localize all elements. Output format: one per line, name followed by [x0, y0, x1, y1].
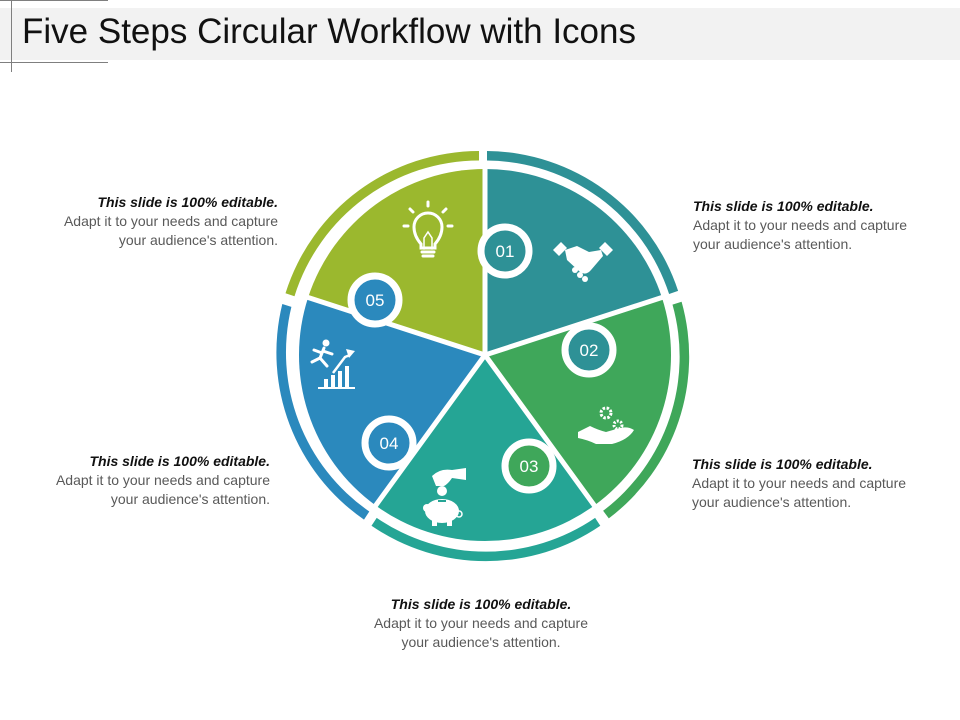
lightbulb-icon — [402, 200, 454, 258]
corner-line-vertical — [11, 0, 12, 72]
slice-separators — [303, 164, 667, 510]
step-5-body: Adapt it to your needs and capture your … — [63, 213, 278, 248]
handshake-icon — [553, 242, 613, 282]
step-3-heading: This slide is 100% editable. — [390, 596, 572, 612]
corner-line-top — [0, 0, 108, 1]
step-2-heading: This slide is 100% editable. — [692, 456, 873, 472]
ring-segment-2 — [603, 301, 690, 519]
step-2-description: This slide is 100% editable. Adapt it to… — [692, 455, 932, 512]
pie-slice-4 — [298, 297, 485, 506]
step-3-description: This slide is 100% editable. Adapt it to… — [361, 595, 601, 652]
step-number-5: 05 — [366, 291, 385, 310]
step-number-2: 02 — [580, 341, 599, 360]
tab-joins — [355, 231, 609, 486]
corner-line-bottom — [0, 62, 108, 63]
pie-slice-2 — [485, 297, 672, 506]
step-1-body: Adapt it to your needs and capture your … — [693, 217, 908, 252]
slide-title: Five Steps Circular Workflow with Icons — [22, 12, 636, 51]
title-band — [0, 8, 960, 60]
step-2-body: Adapt it to your needs and capture your … — [692, 475, 907, 510]
step-5-description: This slide is 100% editable. Adapt it to… — [38, 193, 278, 250]
outer-ring — [276, 151, 690, 562]
step-1-description: This slide is 100% editable. Adapt it to… — [693, 197, 933, 254]
step-5-heading: This slide is 100% editable. — [97, 194, 278, 210]
step-number-3: 03 — [520, 457, 539, 476]
step-3-body: Adapt it to your needs and capture your … — [373, 615, 589, 650]
ring-segment-1 — [487, 151, 679, 294]
pie-slice-3 — [375, 355, 595, 542]
step-4-heading: This slide is 100% editable. — [89, 453, 270, 469]
ring-segment-4 — [276, 304, 370, 520]
hand-gears-icon — [578, 406, 634, 444]
runner-growth-chart-icon — [310, 339, 355, 389]
step-number-4: 04 — [380, 434, 399, 453]
ring-segment-3 — [371, 517, 601, 562]
step-4-description: This slide is 100% editable. Adapt it to… — [30, 452, 270, 509]
pie-slices — [298, 169, 672, 542]
ring-segment-5 — [285, 151, 479, 297]
step-1-heading: This slide is 100% editable. — [693, 198, 874, 214]
step-number-1: 01 — [496, 242, 515, 261]
piggy-bank-coin-icon — [423, 468, 466, 526]
step-4-body: Adapt it to your needs and capture your … — [55, 472, 270, 507]
